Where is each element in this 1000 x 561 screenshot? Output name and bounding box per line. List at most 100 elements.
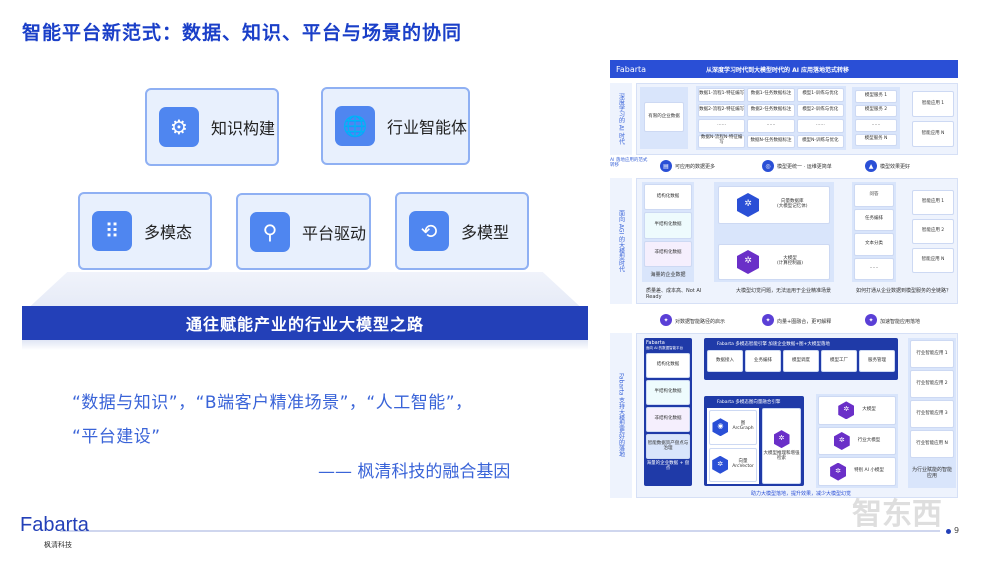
s3-app: 行业智能应用 3 <box>910 400 954 428</box>
s1-grid-cell: 数据N-流程N-特征编写 <box>698 134 746 148</box>
s1-grid-cell: …… <box>796 119 844 133</box>
s1-grid-cell: 数据1-流程1-特征编写 <box>698 88 746 102</box>
s3-models: ✲ 大模型 ✲行业大模型 ✲特别 AI 小模型 <box>816 394 898 488</box>
s3-model: ✲特别 AI 小模型 <box>818 457 896 487</box>
s1-grid-cell: 数据N-任务数据标注 <box>747 134 795 148</box>
s2-data-col: 结构化数据 半结构化数据 非结构化数据 海量的企业数据 <box>642 182 694 282</box>
s2-data: 非结构化数据 <box>644 240 692 267</box>
banner-shadow <box>22 340 588 350</box>
diagram-logo: Fabarta <box>616 64 647 74</box>
s2-data: 半结构化数据 <box>644 212 692 239</box>
transition-label: AI 落地应用的范式转移 <box>610 158 648 169</box>
model-label: 行业大模型 <box>857 437 881 443</box>
card-label: 行业智能体 <box>387 118 468 137</box>
s1-service: …… <box>855 119 897 132</box>
s2-data: 结构化数据 <box>644 184 692 211</box>
s3-model: ✲ 大模型 <box>818 396 896 425</box>
s1-grid-cell: 模型1-训练与优化 <box>796 88 844 102</box>
s1-app: 智能应用 1 <box>912 91 954 117</box>
card-multimodal: ⠿多模态 <box>78 192 212 270</box>
s2-question: 质量差、成本高、Not AI Ready <box>646 288 702 300</box>
graph-icon: ◉ <box>712 418 729 437</box>
s1-grid: 数据1-流程1-特征编写数据1-任务数据标注模型1-训练与优化 数据2-流程2-… <box>696 86 846 150</box>
engine-sub: ArcVector <box>732 463 754 469</box>
s3-left-caption: 海量的企业数据 + 盘点 <box>646 461 690 472</box>
s1-data-box: 有限的企业数据 <box>644 102 684 132</box>
s3-top-title: Fabarta 多模态智能引擎 加速企业数据+图+大模型落地 <box>717 342 830 347</box>
s2-tool: 问答 <box>854 184 894 207</box>
diagram-header-title: 从深度学习时代到大模型时代的 AI 应用落地范式转移 <box>706 66 850 74</box>
s1-grid-cell: 数据2-任务数据标注 <box>747 103 795 117</box>
quote-line-1: “数据与知识”，“B端客户精准场景”，“人工智能”， <box>72 393 473 413</box>
card-knowledge-building: ⚙知识构建 <box>145 88 279 166</box>
transition-text: 加速智能应用落地 <box>880 319 921 325</box>
card-platform-driven: ⚲平台驱动 <box>236 193 371 270</box>
s2-tool: 文本分类 <box>854 233 894 256</box>
company-logo: Fabarta <box>20 514 89 536</box>
s3-data: 半结构化数据 <box>646 380 690 405</box>
model-label: 大模型 <box>862 406 876 412</box>
transition-text: 可应用的数据更多 <box>675 164 716 170</box>
s3-app: 行业智能应用 2 <box>910 370 954 398</box>
globe-agent-icon: 🌐 <box>335 106 375 146</box>
s2-app: 智能应用 N <box>912 248 954 273</box>
s2-tool: 任务编排 <box>854 208 894 231</box>
core-title: 大模型 <box>783 256 797 262</box>
engine-title: 向量 <box>738 458 748 464</box>
s3-top-item[interactable]: 服务管理 <box>859 350 895 372</box>
s3-top-item[interactable]: 业务编排 <box>745 350 781 372</box>
section1-label: 深度学习的 AI 时代 <box>610 83 632 155</box>
s3-top-item[interactable]: 模型工厂 <box>821 350 857 372</box>
s3-data-platform: Fabarta 面向 AI 的数据智能平台 结构化数据半结构化数据非结构化数据智… <box>644 338 692 486</box>
diagram-header: Fabarta 从深度学习时代到大模型时代的 AI 应用落地范式转移 <box>610 60 958 78</box>
s1-grid-cell: 数据1-任务数据标注 <box>747 88 795 102</box>
vector-icon: ✲ <box>712 455 729 474</box>
s2-question: 大模型幻觉问题，无法运用于企业精准场景 <box>736 288 832 294</box>
transition-text: 向量+图融合，更可解释 <box>777 319 832 325</box>
s1-grid-cell: …… <box>698 119 746 133</box>
core-title: 向量数据库 <box>781 199 804 205</box>
data-icon: ▤ <box>660 160 672 172</box>
s3-data: 非结构化数据 <box>646 407 690 432</box>
s3-app: 行业智能应用 N <box>910 430 954 458</box>
engine-sub: ArcGraph <box>732 426 754 432</box>
vector-db: ✲向量数据库(大模型记忆体) <box>718 186 830 224</box>
page-dot <box>946 529 951 534</box>
llm-retrieval-icon: ✲ <box>773 430 790 449</box>
s2-app: 智能应用 1 <box>912 190 954 215</box>
engine-title: 图 <box>740 421 746 427</box>
s1-service: 模型服务 N <box>855 133 897 146</box>
s3-data: 智能数据资产盘点与治理 <box>646 434 690 459</box>
s3-caption: 助力大模型落地，提升效果，减少大模型幻觉 <box>750 491 851 497</box>
s3-top-item[interactable]: 模型调度 <box>783 350 819 372</box>
s1-grid-cell: 模型N-训练与优化 <box>796 134 844 148</box>
banner: 通往赋能产业的行业大模型之路 <box>22 306 588 340</box>
accelerate-icon: ✦ <box>865 314 877 326</box>
footer-divider <box>60 530 940 532</box>
llm-icon: ✲ <box>737 250 759 274</box>
paradigm-diagram: Fabarta 从深度学习时代到大模型时代的 AI 应用落地范式转移 深度学习的… <box>608 58 960 500</box>
s3-model: ✲行业大模型 <box>818 426 896 456</box>
transition-text: 对数据智能路径的启示 <box>675 319 726 325</box>
transition-text: 模型效果更好 <box>880 164 911 170</box>
card-industry-agent: 🌐 行业智能体 <box>321 87 470 165</box>
section2-label: 面向 AGI 的大模型时代 <box>610 178 632 304</box>
s1-grid-cell: …… <box>747 119 795 133</box>
llm: ✲大模型(计算控制器) <box>718 244 830 280</box>
s3-data: 结构化数据 <box>646 353 690 378</box>
s1-app: 智能应用 N <box>912 121 954 147</box>
s2-data-caption: 海量的企业数据 <box>650 271 686 278</box>
s2-app: 智能应用 2 <box>912 219 954 244</box>
s2-question: 如何打通从企业数据到模型服务的全链路？ <box>856 288 952 294</box>
insight-icon: ✦ <box>660 314 672 326</box>
s3-app: 行业智能应用 1 <box>910 340 954 368</box>
company-logo-sub: 枫清科技 <box>44 541 72 549</box>
s3-top-item[interactable]: 数据接入 <box>707 350 743 372</box>
section3-label: Fabarta 支持大模型更好的落地 <box>610 333 632 498</box>
signature: —— 枫清科技的融合基因 <box>318 462 511 482</box>
model-icon: ✲ <box>838 401 855 420</box>
s1-service: 模型服务 1 <box>855 90 897 103</box>
